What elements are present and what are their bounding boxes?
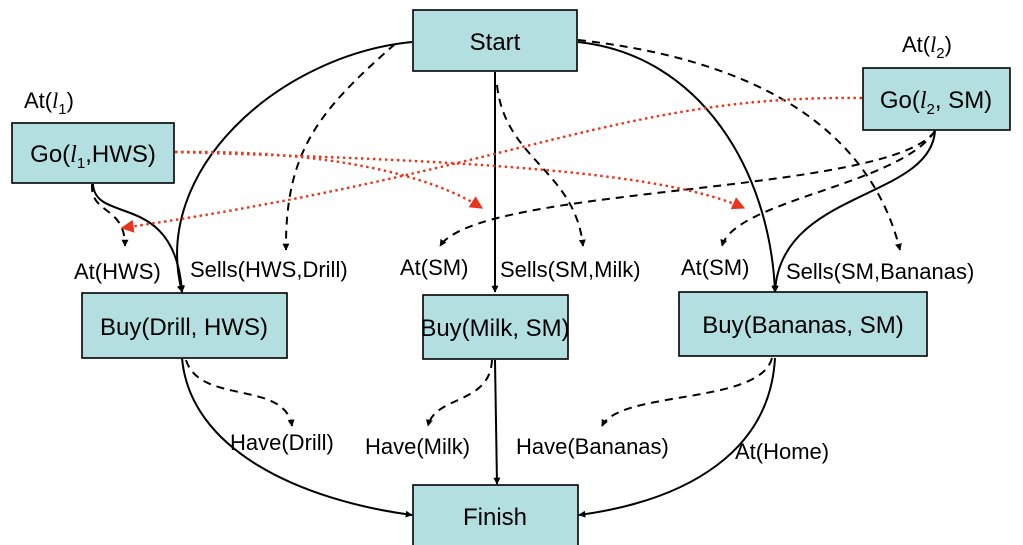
buy-bananas-node-label: Buy(Bananas, SM): [702, 312, 903, 339]
causal-links: [90, 39, 936, 427]
finish-node-label: Finish: [463, 504, 527, 531]
link-go-l2-at-sm-1: [439, 130, 936, 247]
link-buy-drill-have-drill: [185, 359, 295, 427]
edge-buy-bananas-to-finish: [578, 357, 776, 518]
buy-milk-node-label: Buy(Milk, SM): [420, 315, 569, 342]
go-l2-node-label: Go(l2, SM): [880, 87, 992, 118]
link-go-l2-at-sm-2: [720, 130, 936, 247]
label-sells-sm-bananas: Sells(SM,Bananas): [786, 259, 974, 284]
link-buy-bananas-have-bananas: [601, 357, 773, 427]
buy-drill-node-label: Buy(Drill, HWS): [100, 314, 268, 341]
buy-drill-node: Buy(Drill, HWS): [81, 292, 288, 359]
label-have-milk: Have(Milk): [365, 434, 470, 459]
edge-go-l2-to-buy-bananas: [771, 130, 936, 293]
edge-start-to-buy-drill: [176, 41, 413, 293]
buy-bananas-node: Buy(Bananas, SM): [678, 291, 928, 357]
start-node-label: Start: [470, 29, 521, 56]
label-at-l2: At(l2): [902, 32, 952, 62]
edge-start-to-buy-bananas: [577, 41, 779, 293]
link-start-sells-hws-drill: [282, 43, 396, 251]
link-start-sells-sm-milk: [496, 84, 586, 247]
label-sells-sm-milk: Sells(SM,Milk): [500, 257, 641, 282]
label-sells-hws-drill: Sells(HWS,Drill): [190, 257, 348, 282]
edge-buy-drill-to-finish: [181, 357, 413, 518]
label-have-drill: Have(Drill): [230, 430, 334, 455]
buy-milk-node: Buy(Milk, SM): [420, 294, 570, 360]
link-go-l1-at-hws: [90, 183, 129, 247]
label-at-l1: At(l1): [24, 88, 74, 118]
threat-go-l1-to-at-sm-1: [174, 150, 484, 210]
threat-go-l2-to-at-hws: [120, 96, 863, 233]
label-at-home: At(Home): [735, 439, 829, 464]
go-l1-node: Go(l1,HWS): [11, 122, 175, 184]
ordering-edges: [92, 41, 936, 518]
go-l1-node-label: Go(l1,HWS): [30, 141, 156, 172]
edge-go-l1-to-buy-drill: [92, 183, 186, 293]
start-node: Start: [412, 9, 578, 72]
link-start-sells-sm-bananas: [577, 39, 902, 251]
link-buy-milk-have-milk: [425, 359, 493, 427]
label-at-sm-1: At(SM): [400, 255, 468, 280]
threat-go-l1-to-at-sm-2: [174, 150, 746, 210]
go-l2-node: Go(l2, SM): [862, 67, 1011, 131]
condition-labels: At(l1) At(l2) At(HWS) Sells(HWS,Drill) A…: [24, 32, 974, 464]
edge-buy-milk-to-finish: [493, 359, 501, 485]
threat-links: [120, 96, 863, 233]
label-at-sm-2: At(SM): [681, 255, 749, 280]
label-have-bananas: Have(Bananas): [516, 434, 669, 459]
finish-node: Finish: [412, 484, 579, 545]
label-at-hws: At(HWS): [74, 259, 161, 284]
